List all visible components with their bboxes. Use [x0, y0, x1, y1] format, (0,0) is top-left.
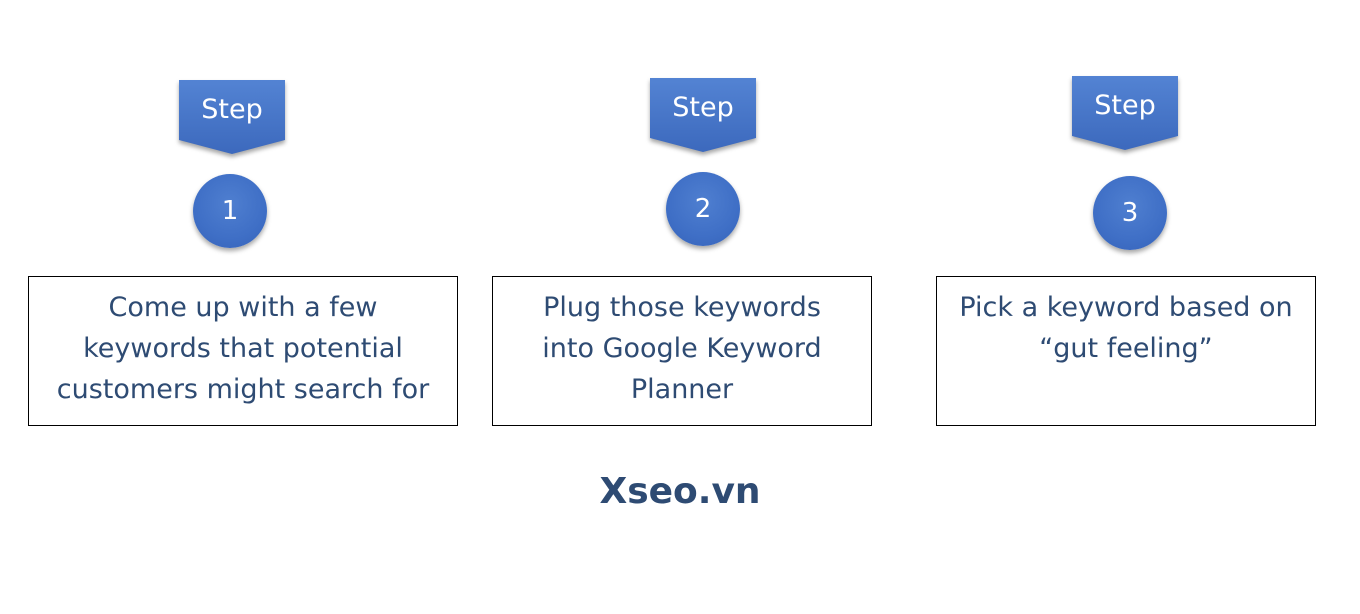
step-badge-shape: [1072, 76, 1178, 150]
brand-text: Xseo.vn: [599, 471, 761, 512]
step-2-number: 2: [666, 172, 740, 246]
step-2-badge: Step: [650, 78, 756, 156]
step-3-number: 3: [1093, 176, 1167, 250]
step-3-badge: Step: [1072, 76, 1178, 154]
step-3-description: Pick a keyword based on “gut feeling”: [936, 276, 1316, 426]
step-1-badge: Step: [179, 80, 285, 158]
step-badge-shape: [650, 78, 756, 152]
step-1-number: 1: [193, 174, 267, 248]
step-label: Step: [672, 92, 734, 123]
step-label: Step: [201, 94, 263, 125]
step-1-description: Come up with a few keywords that potenti…: [28, 276, 458, 426]
step-badge-shape: [179, 80, 285, 154]
step-2-description: Plug those keywords into Google Keyword …: [492, 276, 872, 426]
step-label: Step: [1094, 90, 1156, 121]
